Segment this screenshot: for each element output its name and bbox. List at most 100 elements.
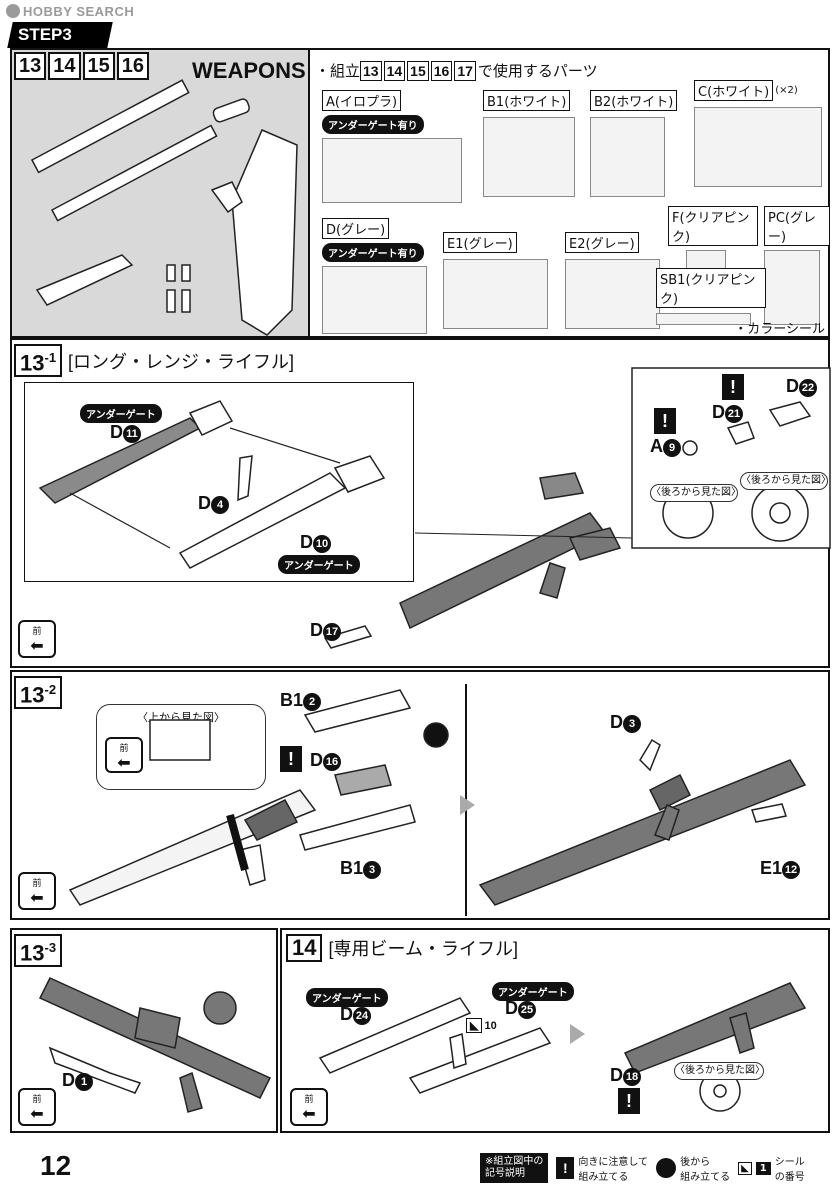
- parts-intro-suffix: で使用するパーツ: [477, 62, 598, 80]
- front-direction-small: 前⬅: [105, 737, 143, 773]
- front-arrow-icon: ⬅: [30, 636, 44, 655]
- sprue-a-label: A(イロプラ): [322, 90, 402, 111]
- parts-num-15: 15: [407, 61, 429, 81]
- section-13-2-number: 13-2: [14, 676, 63, 710]
- warn-a9: !: [654, 408, 676, 434]
- label-under-gate-d10: アンダーゲート: [278, 553, 360, 574]
- back-view-bubble-2: 〈後ろから見た図〉: [740, 472, 831, 490]
- sprue-c: C(ホワイト)(×2): [694, 80, 829, 187]
- sprue-f-label: F(クリアピンク): [668, 206, 758, 246]
- sprue-d-tag: アンダーゲート有り: [322, 243, 424, 262]
- warn-d21: !: [722, 374, 744, 400]
- sprue-e1-label: E1(グレー): [443, 232, 517, 253]
- parts-intro-prefix: ・組立: [315, 62, 361, 80]
- hobby-search-logo-icon: [6, 4, 20, 18]
- back-view-bubble-14: 〈後ろから見た図〉: [674, 1062, 765, 1080]
- sprue-d: D(グレー) アンダーゲート有り: [322, 218, 432, 334]
- rifle-13-2-illustration: [68, 689, 807, 906]
- sprue-pc-label: PC(グレー): [764, 206, 830, 246]
- section-13-1-head: 13-1 [ロング・レンジ・ライフル]: [14, 344, 295, 378]
- front-direction-13-3: 前⬅: [18, 1088, 56, 1126]
- step-label: STEP3: [18, 25, 72, 44]
- section-14-head: 14 [専用ビーム・ライフル]: [286, 934, 518, 962]
- legend-back: 後から 組み立てる: [656, 1153, 730, 1183]
- legend-warn: !向きに注意して 組み立てる: [556, 1153, 648, 1183]
- sprue-d-image: [322, 266, 427, 334]
- sprue-b2-image: [590, 117, 665, 197]
- sprue-b1-image: [483, 117, 575, 197]
- step-num-13: 13: [14, 52, 47, 80]
- section-13-2-head: 13-2: [14, 676, 63, 710]
- sprue-sb1: SB1(クリアピンク): [656, 268, 766, 325]
- section-14-number: 14: [286, 934, 323, 962]
- section-13-1-title: [ロング・レンジ・ライフル]: [68, 351, 295, 372]
- front-direction-13-1: 前⬅: [18, 620, 56, 658]
- assemble-later-icon: [656, 1158, 677, 1178]
- section-13-3-head: 13-3: [14, 934, 63, 968]
- parts-num-13: 13: [360, 61, 382, 81]
- front-direction-14: 前⬅: [290, 1088, 328, 1126]
- parts-num-14: 14: [383, 61, 406, 81]
- sprue-a-image: [322, 138, 462, 203]
- sprue-f: F(クリアピンク): [668, 206, 758, 272]
- front-arrow-icon: ⬅: [302, 1104, 316, 1123]
- step-num-14: 14: [48, 52, 81, 80]
- warn-d16: !: [280, 746, 302, 772]
- weapons-overview-illustration: [30, 79, 298, 336]
- watermark-text: HOBBY SEARCH: [23, 4, 135, 19]
- section-13-1-number: 13-1: [14, 344, 63, 378]
- sprue-b2: B2(ホワイト): [590, 90, 690, 197]
- long-range-rifle-illustration: [38, 367, 831, 649]
- warning-icon: !: [618, 1088, 640, 1114]
- label-under-gate-d24: アンダーゲート: [306, 986, 388, 1007]
- sprue-e2-label: E2(グレー): [565, 232, 639, 253]
- sprue-pc: PC(グレー): [764, 206, 830, 325]
- front-direction-13-2: 前⬅: [18, 872, 56, 910]
- step-num-16: 16: [116, 52, 149, 80]
- legend-title: ※組立図中の 記号説明: [480, 1153, 549, 1183]
- warning-icon: !: [556, 1157, 575, 1179]
- sprue-a-tag: アンダーゲート有り: [322, 115, 424, 134]
- front-arrow-icon: ⬅: [30, 888, 44, 907]
- parts-num-17: 17: [454, 61, 476, 81]
- front-arrow-icon: ⬅: [30, 1104, 44, 1123]
- step-num-15: 15: [82, 52, 115, 80]
- watermark: HOBBY SEARCH: [6, 4, 134, 19]
- sprue-e1: E1(グレー): [443, 232, 553, 329]
- step-banner: STEP3: [7, 22, 113, 48]
- warning-icon: !: [722, 374, 744, 400]
- seal-icon: ◣: [466, 1018, 483, 1033]
- sprue-e2: E2(グレー): [565, 232, 675, 329]
- section-13-3-number: 13-3: [14, 934, 63, 968]
- sprue-c-image: [694, 107, 822, 187]
- label-under-gate-d25: アンダーゲート: [492, 980, 574, 1001]
- sprue-sb1-label: SB1(クリアピンク): [656, 268, 766, 308]
- beam-rifle-illustration: [318, 982, 807, 1112]
- sprue-d-label: D(グレー): [322, 218, 390, 239]
- warning-icon: !: [654, 408, 676, 434]
- warning-icon: !: [280, 746, 302, 772]
- page-number: 12: [40, 1150, 72, 1181]
- sprue-sb1-image: [656, 313, 751, 325]
- sprue-pc-image: [764, 250, 820, 325]
- parts-num-16: 16: [430, 61, 453, 81]
